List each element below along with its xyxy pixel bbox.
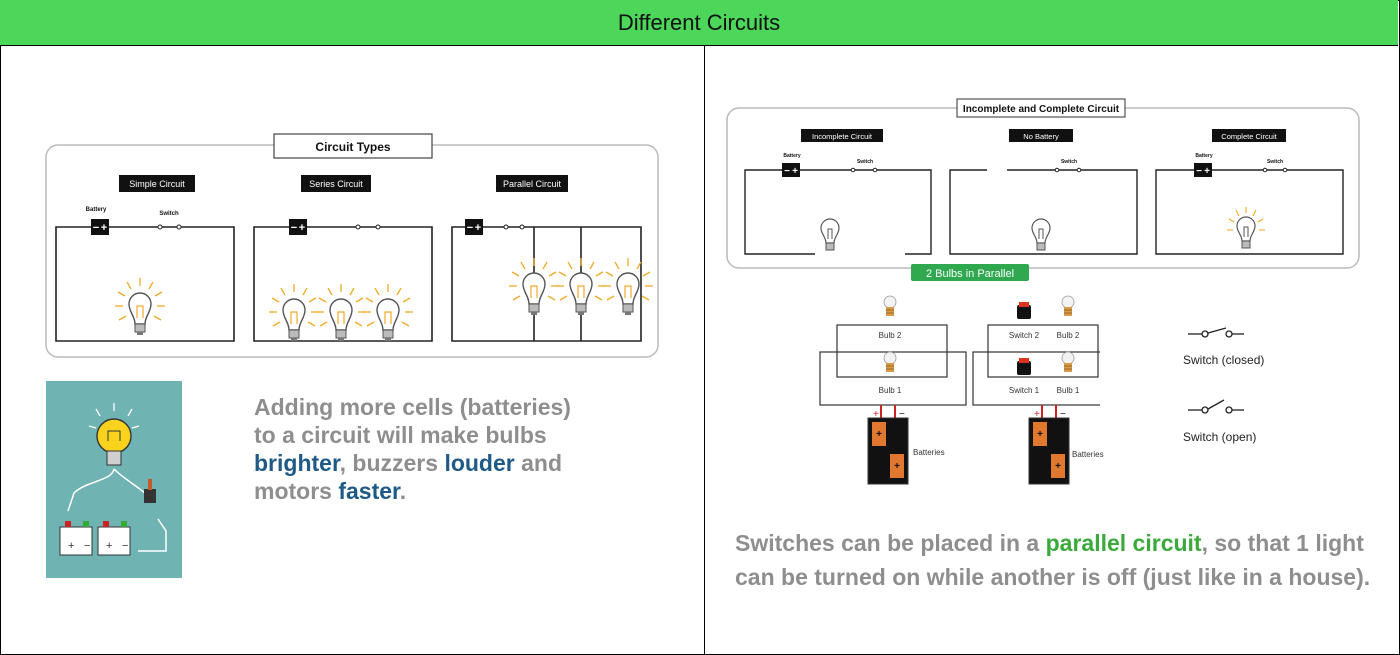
parallel-switch-diagram: + + 2 Bulbs in Parallel Bulb 2 Bulb 1 + …	[819, 264, 1100, 485]
battery-label: Battery	[86, 207, 107, 213]
highlight-louder: louder	[444, 450, 515, 476]
svg-text:+: +	[1037, 429, 1043, 440]
switch-label: Switch	[857, 159, 873, 165]
parallel-circuit-label: Parallel Circuit	[503, 179, 562, 189]
series-circuit-label: Series Circuit	[309, 179, 363, 189]
switch-label: Switch	[1267, 159, 1283, 165]
switch2-label: Switch 2	[1009, 331, 1040, 340]
switch-symbols-legend: Switch (closed) Switch (open)	[1183, 327, 1264, 444]
plus-sign: +	[1034, 409, 1040, 420]
plus-sign: +	[873, 409, 879, 420]
bulb2-label: Bulb 2	[1057, 331, 1080, 340]
complete-circuit-label: Complete Circuit	[1221, 132, 1277, 141]
battery-bulb-illustration: +− +−	[46, 381, 182, 578]
circuit-types-title: Circuit Types	[315, 140, 390, 154]
switch-open-icon	[1188, 399, 1244, 414]
svg-text:−: −	[84, 540, 90, 552]
parallel-badge: 2 Bulbs in Parallel	[926, 268, 1014, 280]
switch1-label: Switch 1	[1009, 386, 1040, 395]
text: Switches can be placed in a	[735, 530, 1046, 556]
text: .	[399, 478, 407, 504]
switches-explanation: Switches can be placed in a parallel cir…	[735, 526, 1375, 594]
text: , buzzers	[339, 450, 445, 476]
batteries-label: Batteries	[913, 448, 945, 457]
text: and motors	[254, 450, 562, 504]
text: Adding more cells (batteries) to a circu…	[254, 394, 571, 448]
svg-text:+: +	[68, 540, 74, 552]
cells-explanation: Adding more cells (batteries) to a circu…	[254, 393, 584, 505]
simple-circuit-label: Simple Circuit	[129, 179, 185, 189]
highlight-faster: faster	[338, 478, 400, 504]
battery-label: Battery	[783, 153, 800, 159]
svg-text:+: +	[1055, 461, 1061, 472]
switch-label: Switch	[1061, 159, 1077, 165]
switch-closed-icon	[1188, 327, 1244, 338]
svg-text:−: −	[122, 540, 128, 552]
incomplete-circuit-label: Incomplete Circuit	[812, 132, 873, 141]
bulb1-label: Bulb 1	[1057, 386, 1080, 395]
minus-sign: −	[1060, 409, 1066, 420]
svg-text:+: +	[106, 540, 112, 552]
bulb1-label: Bulb 1	[879, 386, 902, 395]
circuit-types-diagram: − + Circuit Types Simple Circuit Battery…	[45, 133, 659, 358]
column-divider	[704, 46, 705, 654]
complete-circuit-title: Incomplete and Complete Circuit	[963, 104, 1120, 115]
switch-open-label: Switch (open)	[1183, 430, 1256, 444]
batteries-label: Batteries	[1072, 450, 1104, 459]
text: , so that 1 light can be turned on while…	[735, 530, 1371, 590]
switch-label: Switch	[159, 211, 179, 217]
battery-pack-2: + − + + Batteries	[1028, 405, 1104, 485]
battery-label: Battery	[1195, 153, 1212, 159]
no-battery-label: No Battery	[1023, 132, 1059, 141]
minus-sign: −	[899, 409, 905, 420]
highlight-parallel-circuit: parallel circuit	[1045, 530, 1202, 556]
highlight-brighter: brighter	[254, 450, 340, 476]
page-title: Different Circuits	[0, 0, 1398, 46]
complete-circuit-diagram: − + Incomplete and Complete Circuit Inco…	[726, 98, 1360, 269]
page-title-text: Different Circuits	[617, 9, 781, 35]
bulb2-label: Bulb 2	[879, 331, 902, 340]
switch-closed-label: Switch (closed)	[1183, 353, 1264, 367]
